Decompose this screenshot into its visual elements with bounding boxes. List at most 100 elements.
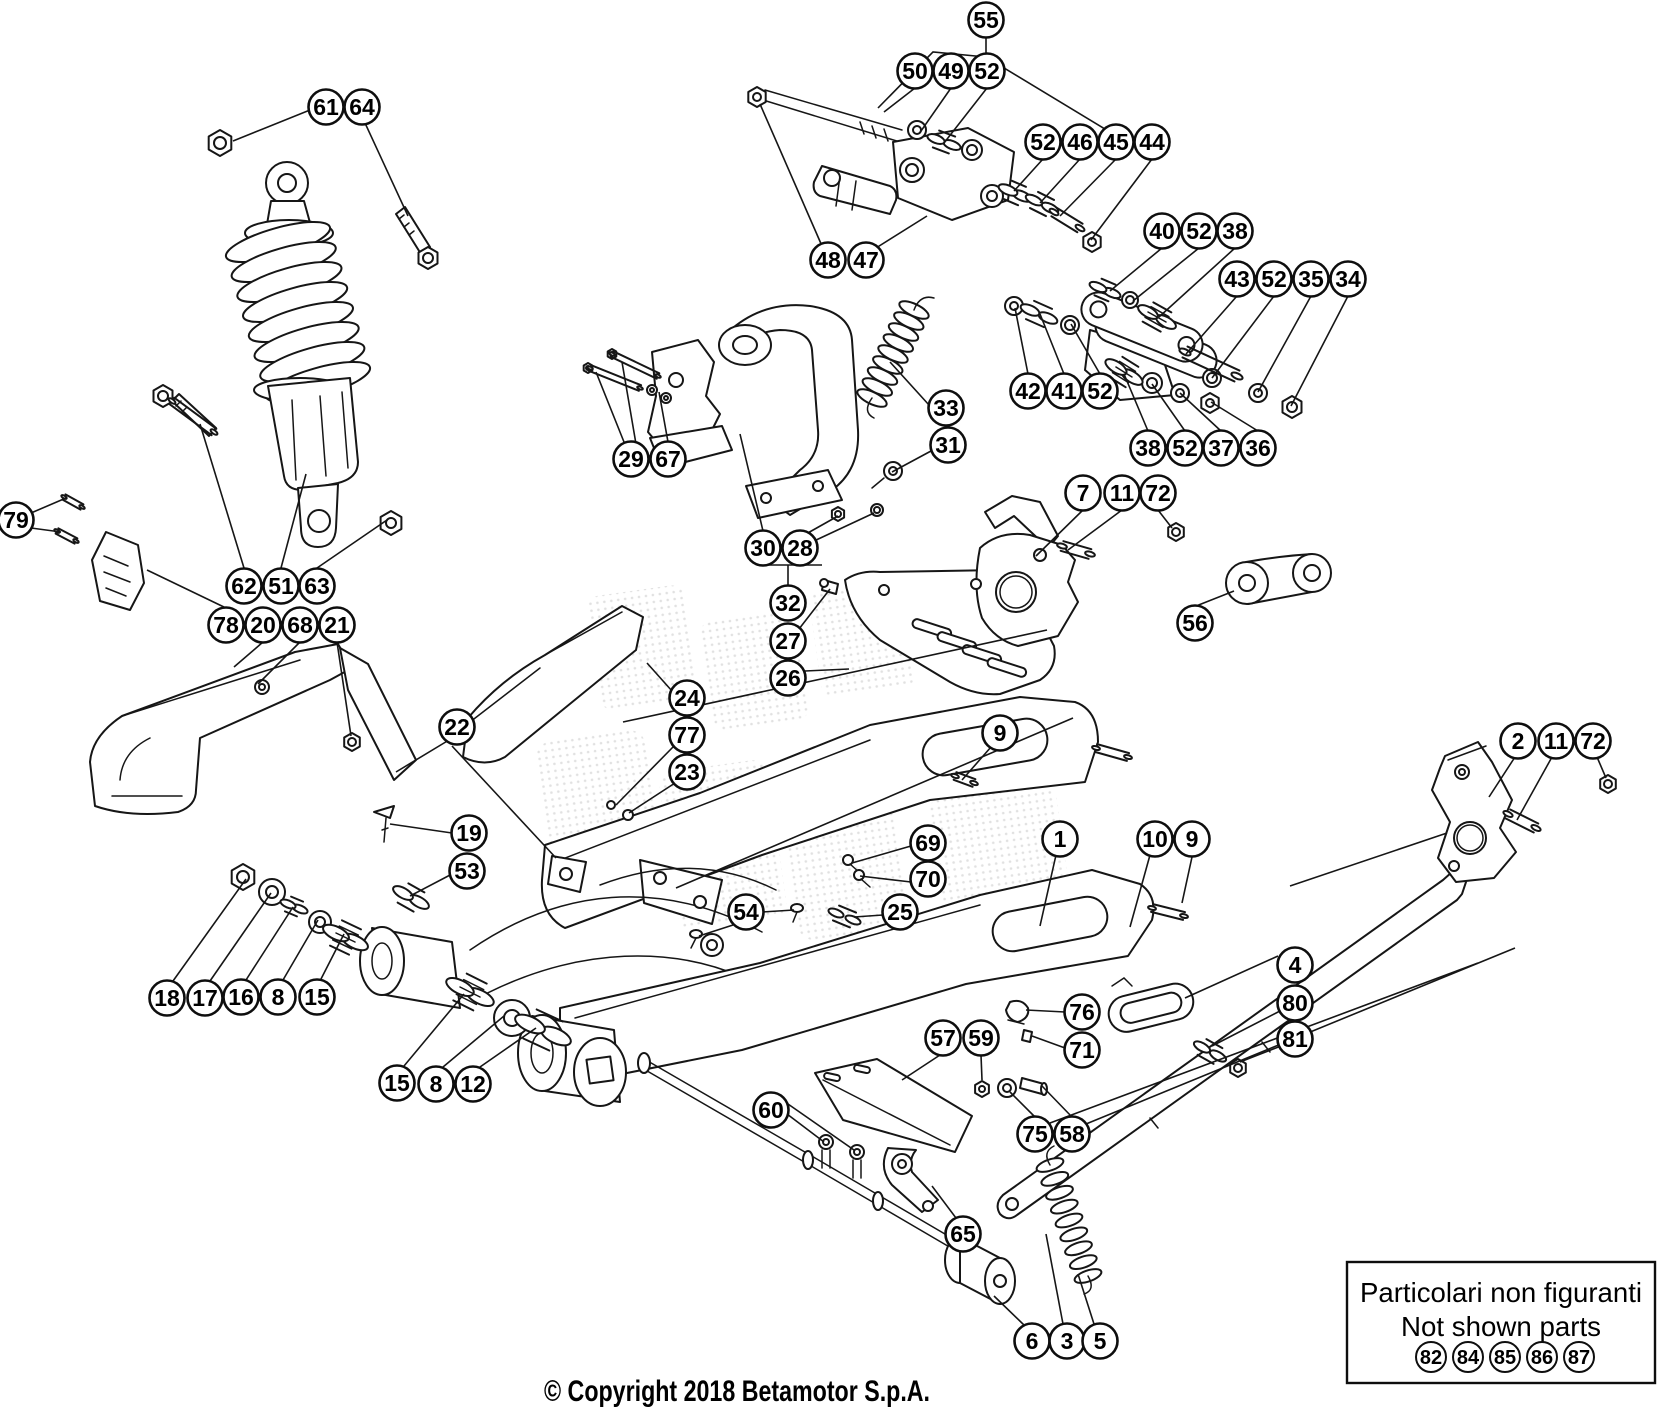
chain-guide-cover-drawing xyxy=(462,605,644,764)
svg-text:10: 10 xyxy=(1142,826,1168,852)
callout-37: 37 xyxy=(1202,429,1240,467)
svg-text:23: 23 xyxy=(674,759,700,785)
not-shown-callout-85: 85 xyxy=(1489,1341,1521,1373)
svg-text:57: 57 xyxy=(930,1025,956,1051)
svg-text:12: 12 xyxy=(460,1071,486,1097)
leader-lines xyxy=(30,38,1607,1327)
callout-64: 64 xyxy=(343,88,381,126)
svg-text:21: 21 xyxy=(324,612,350,638)
svg-text:38: 38 xyxy=(1135,435,1161,461)
svg-text:11: 11 xyxy=(1544,728,1569,754)
svg-text:8: 8 xyxy=(430,1071,443,1097)
not-shown-callout-86: 86 xyxy=(1526,1341,1558,1373)
callout-21: 21 xyxy=(318,606,356,644)
svg-text:40: 40 xyxy=(1149,218,1175,244)
dogbone-link-drawing xyxy=(1225,553,1332,605)
callout-27: 27 xyxy=(769,622,807,660)
callout-41: 41 xyxy=(1045,372,1083,410)
svg-text:86: 86 xyxy=(1531,1347,1553,1369)
svg-text:26: 26 xyxy=(775,665,801,691)
callout-24: 24 xyxy=(668,679,706,717)
callout-32: 32 xyxy=(769,584,807,622)
svg-text:37: 37 xyxy=(1208,435,1234,461)
svg-text:1: 1 xyxy=(1054,826,1067,852)
svg-text:5: 5 xyxy=(1094,1328,1107,1354)
svg-text:85: 85 xyxy=(1494,1347,1516,1369)
upper-linkage-drawing xyxy=(762,89,1015,221)
callout-19: 19 xyxy=(450,814,488,852)
svg-text:52: 52 xyxy=(1261,266,1287,292)
svg-text:25: 25 xyxy=(887,899,913,925)
callout-11: 11 xyxy=(1537,722,1575,760)
svg-text:52: 52 xyxy=(1087,378,1113,404)
callout-2: 2 xyxy=(1499,722,1537,760)
svg-text:72: 72 xyxy=(1580,728,1606,754)
svg-text:78: 78 xyxy=(213,612,239,638)
svg-text:31: 31 xyxy=(935,432,961,458)
callout-76: 76 xyxy=(1063,993,1101,1031)
callout-42: 42 xyxy=(1009,372,1047,410)
callout-57: 57 xyxy=(924,1019,962,1057)
callout-52: 52 xyxy=(1166,429,1204,467)
callout-71: 71 xyxy=(1063,1031,1101,1069)
callout-20: 20 xyxy=(244,606,282,644)
svg-text:69: 69 xyxy=(915,830,941,856)
svg-text:16: 16 xyxy=(228,984,254,1010)
callout-16: 16 xyxy=(222,978,260,1016)
svg-text:63: 63 xyxy=(304,573,330,599)
callout-54: 54 xyxy=(727,893,765,931)
callout-50: 50 xyxy=(896,52,934,90)
svg-text:33: 33 xyxy=(933,395,959,421)
callout-3: 3 xyxy=(1048,1322,1086,1360)
svg-text:70: 70 xyxy=(915,866,941,892)
svg-text:9: 9 xyxy=(994,720,1007,746)
svg-text:48: 48 xyxy=(815,247,841,273)
callout-9: 9 xyxy=(1173,820,1211,858)
callout-78: 78 xyxy=(207,606,245,644)
svg-text:6: 6 xyxy=(1026,1328,1039,1354)
callout-47: 47 xyxy=(847,241,885,279)
callout-48: 48 xyxy=(809,241,847,279)
callout-22: 22 xyxy=(438,708,476,746)
svg-text:64: 64 xyxy=(349,94,375,120)
callout-5: 5 xyxy=(1081,1322,1119,1360)
callout-62: 62 xyxy=(225,567,263,605)
callout-72: 72 xyxy=(1139,474,1177,512)
svg-text:38: 38 xyxy=(1222,218,1248,244)
svg-text:47: 47 xyxy=(853,247,879,273)
callout-18: 18 xyxy=(148,979,186,1017)
svg-text:20: 20 xyxy=(250,612,276,638)
callout-44: 44 xyxy=(1133,123,1171,161)
copyright-text: © Copyright 2018 Betamotor S.p.A. xyxy=(544,1375,930,1408)
svg-text:15: 15 xyxy=(384,1070,410,1096)
svg-text:34: 34 xyxy=(1335,266,1361,292)
parts-artwork xyxy=(53,86,1617,1305)
svg-text:53: 53 xyxy=(454,858,480,884)
svg-text:52: 52 xyxy=(1186,218,1212,244)
callout-52: 52 xyxy=(1024,123,1062,161)
callout-51: 51 xyxy=(262,567,300,605)
callout-60: 60 xyxy=(752,1091,790,1129)
callout-38: 38 xyxy=(1129,429,1167,467)
not-shown-callout-84: 84 xyxy=(1452,1341,1484,1373)
callout-31: 31 xyxy=(929,426,967,464)
svg-text:77: 77 xyxy=(674,722,700,748)
callout-12: 12 xyxy=(454,1065,492,1103)
svg-text:28: 28 xyxy=(787,535,813,561)
callout-35: 35 xyxy=(1292,260,1330,298)
callout-69: 69 xyxy=(909,824,947,862)
callout-70: 70 xyxy=(909,860,947,898)
svg-text:82: 82 xyxy=(1420,1347,1442,1369)
callout-52: 52 xyxy=(1081,372,1119,410)
svg-text:60: 60 xyxy=(758,1097,784,1123)
svg-text:52: 52 xyxy=(1172,435,1198,461)
svg-text:24: 24 xyxy=(674,685,700,711)
svg-text:9: 9 xyxy=(1186,826,1199,852)
callout-75: 75 xyxy=(1016,1115,1054,1153)
callout-40: 40 xyxy=(1143,212,1181,250)
svg-text:59: 59 xyxy=(968,1025,994,1051)
svg-text:55: 55 xyxy=(973,7,999,33)
callout-77: 77 xyxy=(668,716,706,754)
callout-7: 7 xyxy=(1064,474,1102,512)
rear-bracket-drawing xyxy=(637,1052,1016,1305)
